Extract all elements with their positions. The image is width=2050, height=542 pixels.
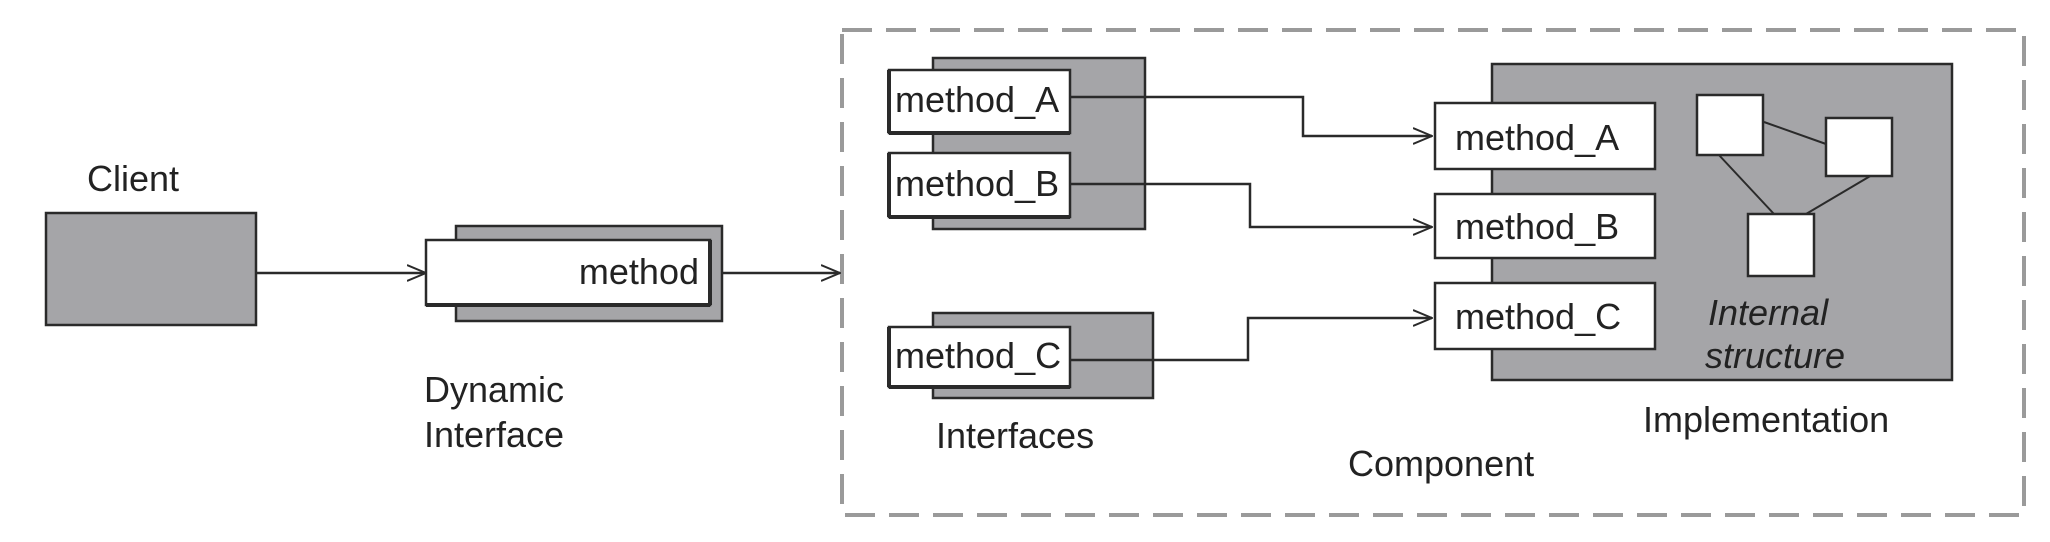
client-box xyxy=(44,211,258,327)
implementation-method-a-label: method_A xyxy=(1455,117,1619,158)
connector-method-b xyxy=(1070,182,1432,227)
client-label: Client xyxy=(87,158,179,199)
implementation-method-b-label: method_B xyxy=(1455,206,1619,247)
internal-node-3 xyxy=(1746,212,1816,278)
internal-structure-line1: Internal xyxy=(1708,292,1829,333)
implementation-method-b-box xyxy=(1433,192,1657,260)
component-caption: Component xyxy=(1348,443,1534,484)
dynamic-interface-caption-line2: Interface xyxy=(424,414,564,455)
dynamic-method-label: method xyxy=(579,251,699,292)
internal-structure-line2: structure xyxy=(1705,335,1845,376)
internal-node-1 xyxy=(1695,93,1765,157)
interface-method-b-label: method_B xyxy=(895,163,1059,204)
implementation-method-c-label: method_C xyxy=(1455,296,1621,337)
connector-method-a xyxy=(1070,95,1432,136)
component-boundary xyxy=(840,28,2026,517)
internal-node-2 xyxy=(1824,116,1894,178)
connector-method-c xyxy=(1070,318,1432,362)
implementation-method-c-box xyxy=(1433,281,1657,351)
interface-method-c-box xyxy=(887,325,1072,389)
implementation-method-a-box xyxy=(1433,101,1657,171)
interface-method-a-label: method_A xyxy=(895,79,1059,120)
interface-method-c-label: method_C xyxy=(895,335,1061,376)
implementation-caption: Implementation xyxy=(1643,399,1889,440)
interfaces-caption: Interfaces xyxy=(936,415,1094,456)
dynamic-interface-caption-line1: Dynamic xyxy=(424,369,564,410)
